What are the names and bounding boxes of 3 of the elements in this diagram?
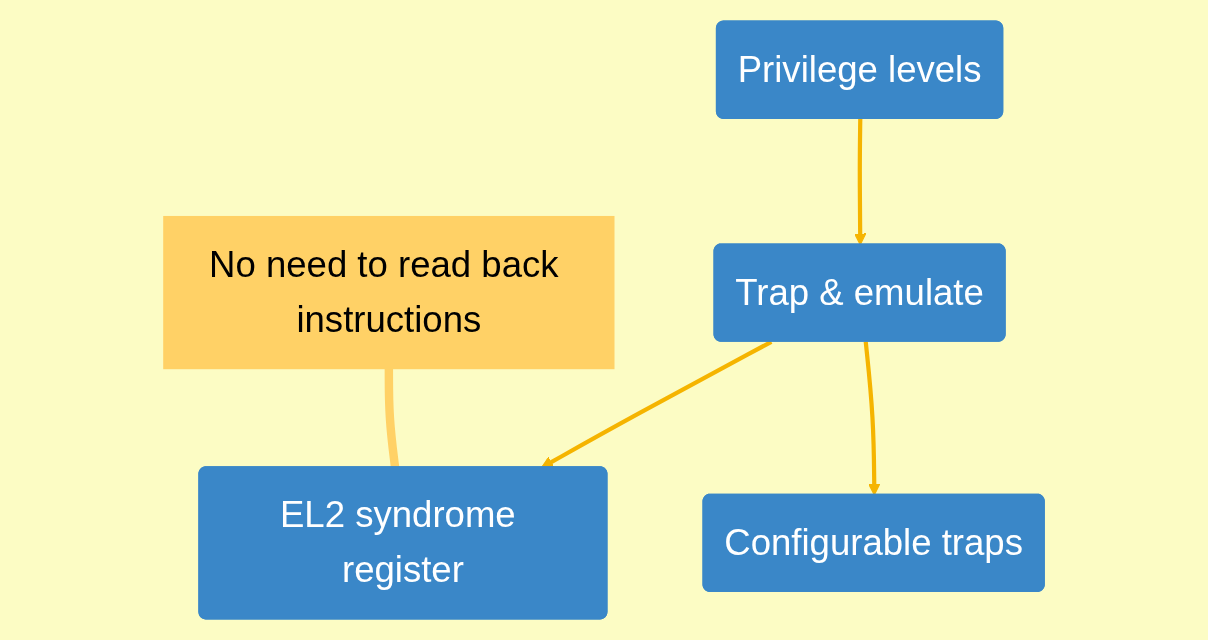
arrow	[854, 118, 867, 246]
arrow	[863, 341, 881, 496]
node-box: No need to read back instructions	[163, 215, 615, 370]
